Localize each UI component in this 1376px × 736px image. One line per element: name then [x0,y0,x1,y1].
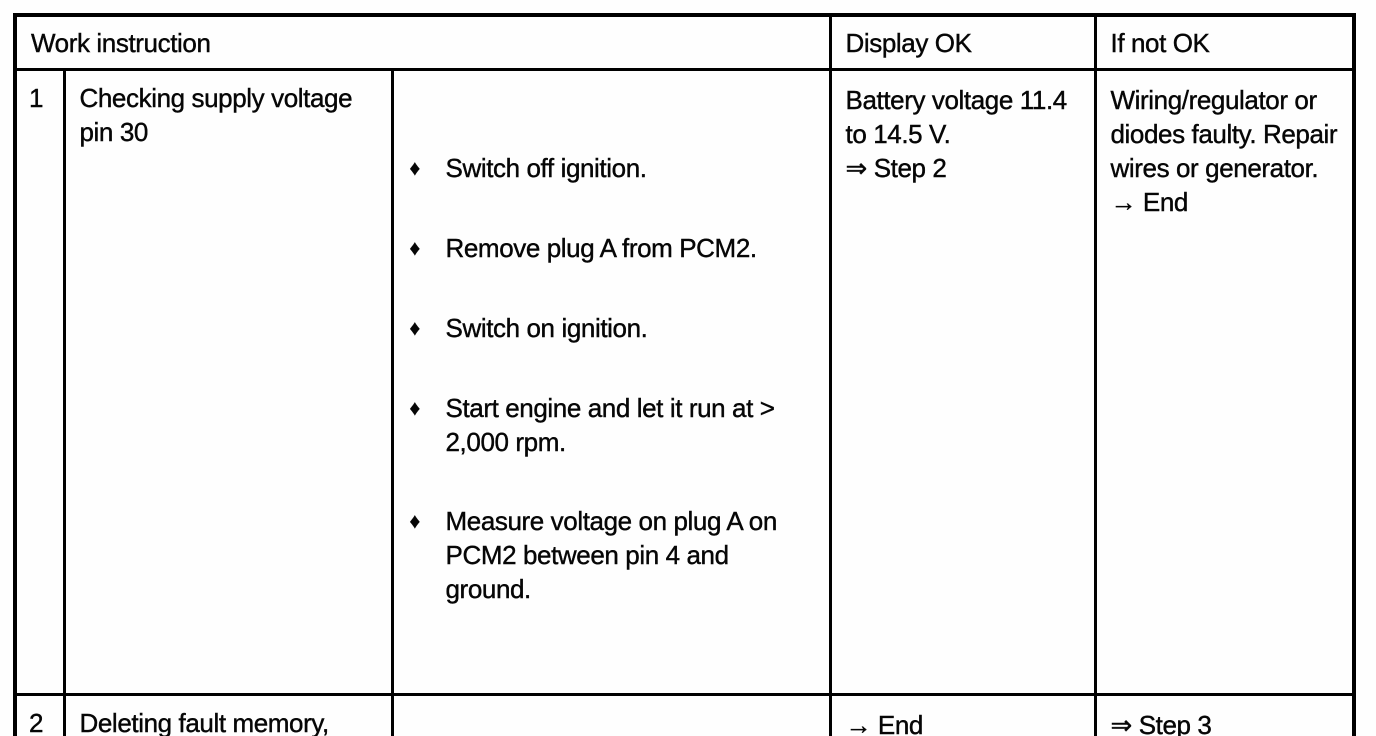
list-item: ♦ Remove plug A from PCM2. [409,231,817,266]
diagnostic-procedure-table: Work instruction Display OK If not OK 1 … [13,13,1356,736]
diamond-bullet-icon: ♦ [409,510,420,533]
list-item: ♦ Start engine and let it run at > 2,000… [409,391,817,459]
table-row-step-2: 2 Deleting fault memory, reading out aga… [13,693,1356,736]
step-number: 1 [13,68,66,696]
if-not-ok-cell: Wiring/regulator or diodes faulty. Repai… [1093,68,1356,696]
if-not-ok-cell: ⇒ Step 3 [1093,693,1356,736]
step-instructions: ♦ Switch off ignition. ♦ Remove plug A f… [390,68,832,696]
display-ok-cell: → End [828,693,1097,736]
step-instructions: ♦ Switch ignition off and remove ignitio… [390,693,832,736]
instruction-text: Switch off ignition. [445,153,647,183]
display-ok-cell: Battery voltage 11.4 to 14.5 V. ⇒ Step 2 [828,68,1097,696]
list-item: ♦ Switch off ignition. [409,151,817,186]
step-title: Deleting fault memory, reading out again… [62,693,394,736]
header-display-ok: Display OK [828,13,1097,71]
header-if-not-ok: If not OK [1093,13,1356,71]
header-work-instruction: Work instruction [13,13,832,71]
instruction-text: Measure voltage on plug A on PCM2 betwee… [445,506,777,604]
step-title: Checking supply voltage pin 30 [62,68,394,696]
table-header-row: Work instruction Display OK If not OK [13,13,1356,71]
list-item: ♦ Measure voltage on plug A on PCM2 betw… [409,504,817,606]
list-item: ♦ Switch on ignition. [409,311,817,346]
diamond-bullet-icon: ♦ [409,397,420,420]
diamond-bullet-icon: ♦ [409,317,420,340]
instruction-text: Remove plug A from PCM2. [445,233,757,263]
diamond-bullet-icon: ♦ [409,157,420,180]
instruction-text: Start engine and let it run at > 2,000 r… [445,393,775,457]
table-row-step-1: 1 Checking supply voltage pin 30 ♦ Switc… [13,68,1356,696]
step-number: 2 [13,693,66,736]
instruction-text: Switch on ignition. [445,313,648,343]
instruction-list: ♦ Switch off ignition. ♦ Remove plug A f… [409,117,817,651]
diamond-bullet-icon: ♦ [409,237,420,260]
